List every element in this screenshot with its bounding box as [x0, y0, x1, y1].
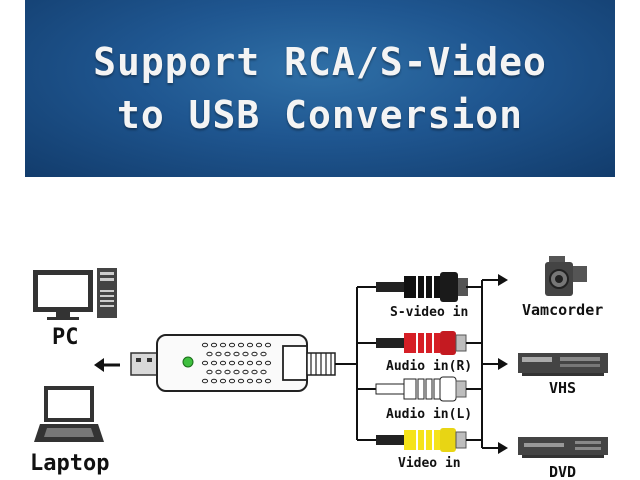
cable-label-audio-right: Audio in(R): [386, 359, 472, 374]
laptop-icon: [34, 386, 104, 442]
vent-hole: [251, 369, 258, 375]
svideo-connector: [376, 272, 468, 302]
status-led: [182, 356, 194, 368]
banner: Support RCA/S-Video to USB Conversion: [25, 0, 615, 177]
vent-hole: [242, 351, 249, 357]
vent-hole: [233, 369, 240, 375]
video-in-connector: [376, 428, 467, 452]
vent-hole: [237, 378, 245, 384]
dvd-player-icon: [518, 437, 608, 458]
desktop-computer-icon: [33, 268, 117, 320]
camcorder-icon: [545, 256, 587, 296]
vent-hole: [210, 342, 218, 348]
vent-hole: [228, 378, 236, 384]
cable-label-svideo: S-video in: [390, 305, 468, 320]
vent-hole: [255, 378, 263, 384]
cable-label-audio-left: Audio in(L): [386, 407, 472, 422]
vent-hole: [260, 351, 267, 357]
vent-grille: [201, 342, 272, 384]
vhs-player-icon: [518, 353, 608, 376]
vent-hole: [210, 360, 218, 366]
vent-hole: [219, 360, 227, 366]
vent-hole: [237, 342, 245, 348]
cable-label-video-in: Video in: [398, 456, 461, 471]
vent-hole: [264, 342, 272, 348]
vent-hole: [206, 369, 213, 375]
audio-left-connector: [375, 376, 467, 402]
vent-hole: [242, 369, 249, 375]
host-label-pc: PC: [52, 325, 79, 350]
title-line-1: Support RCA/S-Video: [93, 40, 547, 84]
vent-hole: [206, 351, 213, 357]
output-arrow: [94, 358, 120, 372]
vent-hole: [215, 369, 222, 375]
vent-hole: [246, 360, 254, 366]
vent-hole: [264, 360, 272, 366]
cable-branches: [335, 286, 378, 441]
vent-hole: [219, 342, 227, 348]
vent-hole: [251, 351, 258, 357]
vent-hole: [237, 360, 245, 366]
device-arrows: [482, 274, 508, 454]
device-label-vhs: VHS: [549, 379, 576, 397]
vent-hole: [224, 351, 231, 357]
vent-hole: [210, 378, 218, 384]
vent-hole: [233, 351, 240, 357]
host-label-laptop: Laptop: [30, 451, 109, 476]
usb-capture-device: [130, 334, 336, 392]
vent-hole: [255, 360, 263, 366]
audio-right-connector: [376, 331, 467, 355]
vent-hole: [215, 351, 222, 357]
vent-hole: [246, 342, 254, 348]
vent-hole: [219, 378, 227, 384]
device-label-dvd: DVD: [549, 463, 576, 480]
vent-hole: [201, 360, 209, 366]
vent-hole: [224, 369, 231, 375]
vent-hole: [228, 360, 236, 366]
vent-hole: [264, 378, 272, 384]
vent-hole: [228, 342, 236, 348]
device-label-camcorder: Vamcorder: [522, 301, 603, 319]
vent-hole: [255, 342, 263, 348]
vent-hole: [246, 378, 254, 384]
vent-hole: [201, 342, 209, 348]
vent-hole: [260, 369, 267, 375]
title-line-2: to USB Conversion: [117, 93, 523, 137]
vent-hole: [201, 378, 209, 384]
